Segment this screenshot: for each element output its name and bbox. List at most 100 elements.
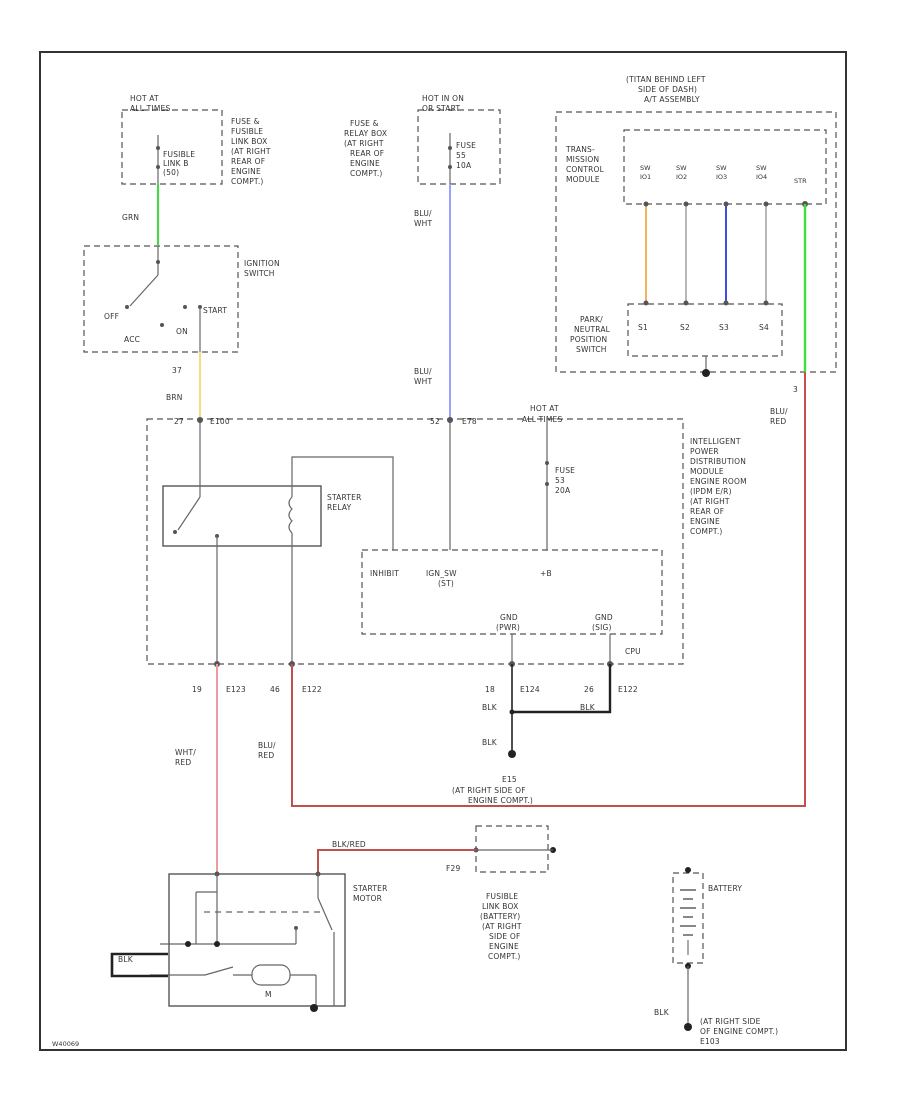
- fuse-55-rating: 10A: [456, 161, 472, 170]
- ipdm-all-times-label: ALL TIMES: [522, 415, 562, 424]
- fuse-55-label: FUSE: [456, 141, 476, 150]
- ignition-switch-label-2: SWITCH: [244, 269, 275, 278]
- fuse-box-2-line-6: COMPT.): [350, 169, 383, 178]
- fusible-box-label-2: LINK BOX: [482, 902, 518, 911]
- starter-relay-label-2: RELAY: [327, 503, 352, 512]
- ipdm-label-9: ENGINE: [690, 517, 720, 526]
- wire-wht-red-label-2: RED: [175, 758, 191, 767]
- wire-blu-red-lower-label-2: RED: [258, 751, 274, 760]
- starter-relay-label: STARTER: [327, 493, 362, 502]
- hot-in-on-label: HOT IN ON: [422, 94, 464, 103]
- wire-blu-wht-label: BLU/: [414, 209, 432, 218]
- ground-e103-label: E103: [700, 1037, 720, 1046]
- ipdm-er: 27 E100 52 E78 HOT AT ALL TIMES INTELLIG…: [146, 404, 747, 665]
- wire-blu-wht-label-2: WHT: [414, 219, 432, 228]
- ipdm-label-7: (AT RIGHT: [690, 497, 730, 506]
- starter-motor-label: STARTER: [353, 884, 388, 893]
- ipdm-label-3: DISTRIBUTION: [690, 457, 746, 466]
- tcm-label-4: MODULE: [566, 175, 600, 184]
- cpu-gnd-sig-sub-label: (SIG): [592, 623, 612, 632]
- cpu-b-plus-label: +B: [540, 569, 552, 578]
- fuse-53-rating: 20A: [555, 486, 571, 495]
- ground-e103-location-1: (AT RIGHT SIDE: [700, 1017, 761, 1026]
- battery-wire-blk-label: BLK: [654, 1008, 670, 1017]
- fusible-box-label-1: FUSIBLE: [486, 892, 518, 901]
- ground-e15-location-1: (AT RIGHT SIDE OF: [452, 786, 526, 795]
- fusible-f29-label: F29: [446, 864, 460, 873]
- ipdm-label-5: ENGINE ROOM: [690, 477, 747, 486]
- ground-e15-location-2: ENGINE COMPT.): [468, 796, 533, 805]
- ipdm-label-6: (IPDM E/R): [690, 487, 732, 496]
- wire-blk-label-2: BLK: [580, 703, 596, 712]
- fuse-box-2-line-4: REAR OF: [350, 149, 384, 158]
- wire-blu-wht-lower-label-2: WHT: [414, 377, 432, 386]
- starter-motor: STARTER MOTOR M: [150, 871, 388, 1012]
- ipdm-hot-at-label: HOT AT: [530, 404, 559, 413]
- fuse-box-1-line-4: (AT RIGHT: [231, 147, 271, 156]
- ignition-on-label: ON: [176, 327, 188, 336]
- fuse-box-2-line-1: FUSE &: [350, 119, 379, 128]
- pin-26-label: 26: [584, 685, 594, 694]
- tcm-sw1-pin: IO1: [640, 173, 651, 181]
- tcm-header-1: (TITAN BEHIND LEFT: [626, 75, 706, 84]
- wire-blu-red-lower-label: BLU/: [258, 741, 276, 750]
- tcm-str-label: STR: [794, 177, 807, 185]
- fusible-link-box-battery: F29 FUSIBLE LINK BOX (BATTERY) (AT RIGHT…: [446, 825, 556, 961]
- fuse-box-2-line-3: (AT RIGHT: [344, 139, 384, 148]
- cpu-gnd-sig-label: GND: [595, 613, 613, 622]
- tcm-label-2: MISSION: [566, 155, 599, 164]
- pin-46-label: 46: [270, 685, 280, 694]
- ignition-start-label: START: [203, 306, 227, 315]
- cpu-label: CPU: [625, 647, 641, 656]
- fusible-box-label-3: (BATTERY): [480, 912, 520, 921]
- tcm-sw4-pin: IO4: [756, 173, 767, 181]
- motor-m-label: M: [265, 990, 272, 999]
- wire-blu-wht-lower-label: BLU/: [414, 367, 432, 376]
- tcm-sw2-pin: IO2: [676, 173, 687, 181]
- tcm-label-1: TRANS-: [565, 145, 595, 154]
- ground-e15-label: E15: [502, 775, 517, 784]
- ground-e15-dot: [508, 750, 516, 758]
- fuse-box-1-line-6: ENGINE: [231, 167, 261, 176]
- tcm-header-2: SIDE OF DASH): [638, 85, 697, 94]
- battery-label: BATTERY: [708, 884, 742, 893]
- cpu-gnd-pwr-label: GND: [500, 613, 518, 622]
- pnp-s1-label: S1: [638, 323, 648, 332]
- at-assembly: (TITAN BEHIND LEFT SIDE OF DASH) A/T ASS…: [555, 75, 837, 377]
- pnp-s4-label: S4: [759, 323, 769, 332]
- fusible-link-box-top-left: HOT AT ALL TIMES FUSIBLE LINK B (50): [121, 94, 223, 185]
- hot-in-on-label-2: OR START: [422, 104, 460, 113]
- wire-blk-label-1: BLK: [482, 703, 498, 712]
- wire-brn-label: BRN: [166, 393, 183, 402]
- cpu-ign-sw-label: IGN_SW: [426, 569, 457, 578]
- conn-e122-label: E122: [302, 685, 322, 694]
- wire-blk-label-3: BLK: [482, 738, 498, 747]
- fuse-box-1-line-1: FUSE &: [231, 117, 260, 126]
- wire-blu-red: [291, 372, 806, 807]
- pnp-label-4: SWITCH: [576, 345, 607, 354]
- fuse-box-2-line-5: ENGINE: [350, 159, 380, 168]
- ignition-off-label: OFF: [104, 312, 119, 321]
- fuse-box-1-line-5: REAR OF: [231, 157, 265, 166]
- pnp-label-2: NEUTRAL: [574, 325, 611, 334]
- pin-52-label: 52: [430, 417, 440, 426]
- ground-e103-location-2: OF ENGINE COMPT.): [700, 1027, 778, 1036]
- battery-ground-dot: [684, 1023, 692, 1031]
- fusible-box-label-4: (AT RIGHT: [482, 922, 522, 931]
- pin-18-label: 18: [485, 685, 495, 694]
- fuse-55-number: 55: [456, 151, 466, 160]
- pin-19-label: 19: [192, 685, 202, 694]
- fuse-box-1-line-2: FUSIBLE: [231, 127, 263, 136]
- ipdm-label-10: COMPT.): [690, 527, 723, 536]
- ipdm-ground-wiring: BLK BLK BLK: [482, 664, 612, 758]
- wire-blk-red-label: BLK/RED: [332, 840, 366, 849]
- fusible-box-label-5: SIDE OF: [489, 932, 521, 941]
- tcm-header-3: A/T ASSEMBLY: [644, 95, 700, 104]
- diagram-code: W40069: [52, 1040, 79, 1048]
- fusible-box-label-6: ENGINE: [489, 942, 519, 951]
- ipdm-label-1: INTELLIGENT: [690, 437, 741, 446]
- fuse-53-label: FUSE: [555, 466, 575, 475]
- ipdm-label-8: REAR OF: [690, 507, 724, 516]
- tcm-sw2-label: SW: [676, 164, 687, 172]
- wire-wht-red-label: WHT/: [175, 748, 196, 757]
